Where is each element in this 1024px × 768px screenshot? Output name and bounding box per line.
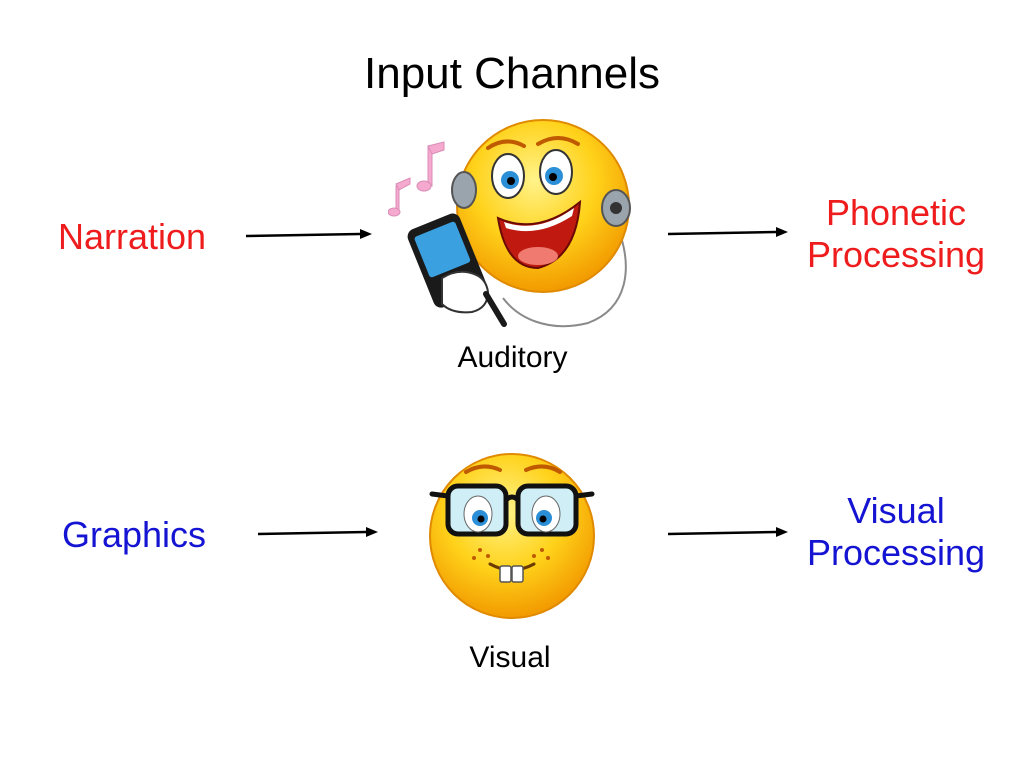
headphone-smiley-icon — [388, 119, 631, 328]
arrow-graphics-to-visual — [257, 527, 378, 537]
channel-caption-visual: Visual — [469, 641, 551, 674]
glasses-smiley-icon — [429, 453, 595, 619]
output-line-2: Processing — [806, 234, 986, 275]
output-label-phonetic-processing: Phonetic Processing — [788, 192, 1004, 276]
output-line-2: Processing — [806, 532, 986, 573]
output-line-1: Visual — [847, 490, 945, 531]
input-label-graphics: Graphics — [62, 514, 207, 555]
slide-title: Input Channels — [364, 49, 660, 98]
output-label-visual-processing: Visual Processing — [788, 490, 1004, 574]
channel-caption-auditory: Auditory — [457, 341, 568, 374]
arrow-visual-to-processing — [667, 527, 788, 537]
arrow-auditory-to-phonetic — [667, 227, 788, 237]
arrow-narration-to-auditory — [245, 229, 372, 239]
output-line-1: Phonetic — [825, 192, 967, 233]
input-label-narration: Narration — [58, 216, 207, 257]
